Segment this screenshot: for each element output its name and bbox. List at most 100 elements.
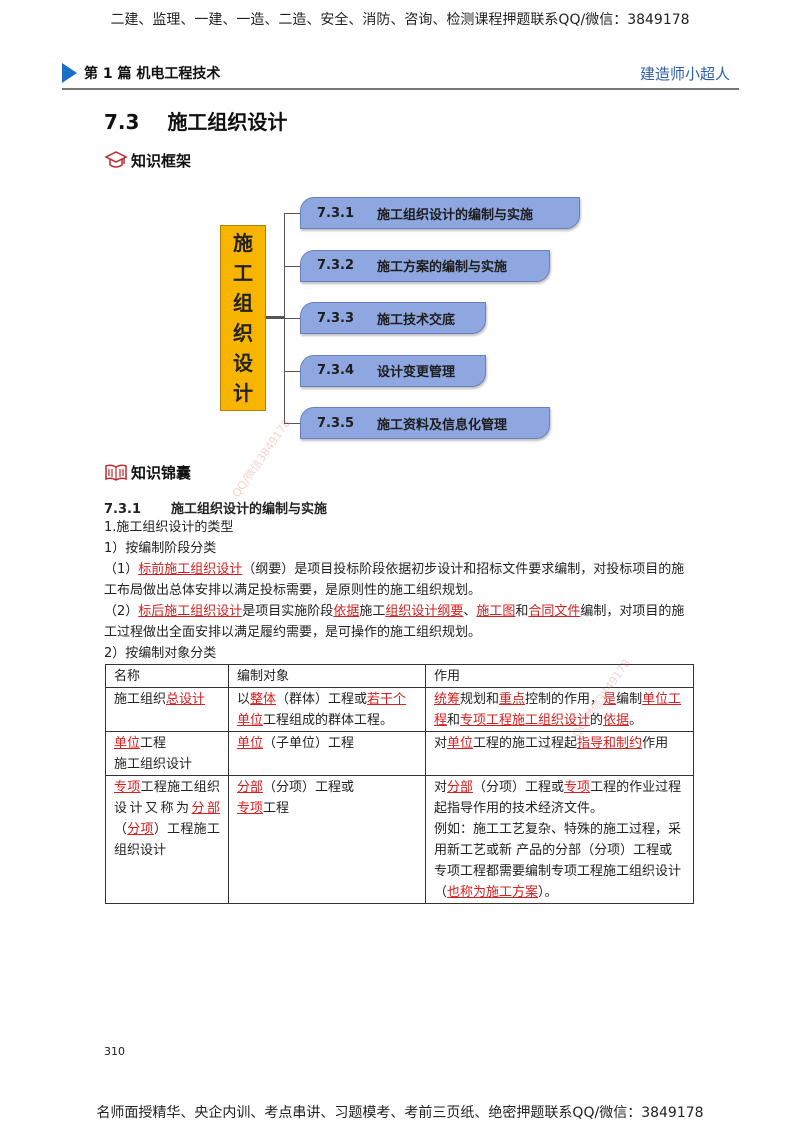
table-cell: 对分部（分项）工程或专项工程的作业过程起指导作用的技术经济文件。例如：施工工艺复… [425, 775, 694, 904]
highlighted-term: 分项 [127, 822, 154, 837]
highlighted-term: 指导和制约 [577, 736, 643, 751]
connector-branch [284, 423, 300, 424]
section-number: 7.3 [104, 110, 140, 134]
top-banner: 二建、监理、一建、一造、二造、安全、消防、咨询、检测课程押题联系QQ/微信：38… [110, 12, 690, 28]
highlighted-term: 专项工程施工组织设计 [460, 713, 591, 728]
text-segment: 工程的施工过程起 [473, 736, 578, 751]
column-header: 编制对象 [228, 664, 426, 688]
text-segment: 和 [447, 713, 461, 728]
branch-number: 7.3.4 [317, 363, 355, 378]
column-header: 作用 [425, 664, 694, 688]
branch-label: 施工资料及信息化管理 [377, 417, 508, 433]
text-segment: 。 [629, 713, 643, 728]
classification-table: 名称编制对象作用施工组织总设计以整体（群体）工程或若干个单位工程组成的群体工程。… [105, 664, 694, 904]
connector-branch [284, 265, 300, 267]
highlighted-term: 合同文件 [528, 604, 581, 619]
text-segment: 1）按编制阶段分类 [104, 541, 217, 556]
bottom-banner: 名师面授精华、央企内训、考点串讲、习题模考、考前三页纸、绝密押题联系QQ/微信：… [96, 1105, 704, 1121]
text-segment: 作用 [642, 736, 669, 751]
table-cell: 专项工程施工组织设计又称为分部（分项）工程施工组织设计 [105, 775, 229, 904]
text-segment: 编制 [616, 692, 643, 707]
table-row: 专项工程施工组织设计又称为分部（分项）工程施工组织设计分部（分项）工程或专项工程… [105, 775, 694, 904]
paragraph: 2）按编制对象分类 [104, 643, 696, 664]
highlighted-term: 总设计 [166, 692, 206, 707]
graduation-cap-icon [104, 151, 128, 168]
connector-branch [284, 213, 300, 214]
highlighted-term: 专项 [237, 801, 264, 816]
center-node-char: 织 [233, 321, 253, 345]
text-segment: 编制，对项目的施工过程做出全面安排以满足履约需要，是可操作的施工组织规划。 [104, 604, 685, 640]
paragraph: （1）标前施工组织设计（纲要）是项目投标阶段依据初步设计和招标文件要求编制，对投… [104, 559, 696, 601]
table-cell: 单位工程施工组织设计 [105, 731, 229, 776]
connector-branch [284, 318, 300, 319]
text-segment: 1.施工组织设计的类型 [104, 520, 234, 535]
branch-label: 施工方案的编制与实施 [377, 260, 508, 275]
column-header: 名称 [105, 664, 229, 688]
text-segment: 例如：施工工艺复杂、特殊的施工过程，采用新工艺或新 产品的分部（分项）工程或专项… [434, 822, 682, 900]
text-segment: 、 [463, 604, 477, 619]
highlighted-term: 是 [603, 692, 617, 707]
branch-number: 7.3.3 [317, 310, 355, 326]
center-node-char: 组 [233, 291, 253, 315]
highlighted-term: 单位 [237, 736, 264, 751]
highlighted-term: 专项 [564, 780, 591, 795]
text-segment: （分项）工程或 [473, 780, 565, 795]
connector-trunk [265, 316, 285, 319]
tips-heading-text: 知识锦囊 [131, 464, 192, 482]
branch-number: 7.3.5 [317, 415, 355, 431]
text-segment: 工程施工组织设计又称为 [114, 780, 220, 816]
branch-number: 7.3.2 [317, 258, 355, 273]
highlighted-term: 单位 [114, 736, 141, 751]
highlighted-term: 专项 [114, 780, 141, 795]
text-segment: 施工组织设计 [114, 757, 193, 772]
table-row: 施工组织总设计以整体（群体）工程或若干个单位工程组成的群体工程。统筹规划和重点控… [105, 687, 694, 732]
subsection-title: 施工组织设计的编制与实施 [171, 502, 328, 517]
text-segment: （群体）工程或 [276, 692, 368, 707]
text-segment: 以 [237, 692, 251, 707]
table-cell: 统筹规划和重点控制的作用，是编制单位工程和专项工程施工组织设计的依据。 [425, 687, 694, 732]
highlighted-term: 标后施工组织设计 [138, 604, 243, 619]
branch-node-7.3.5: 7.3.5 施工资料及信息化管理 [300, 407, 550, 439]
section-name: 施工组织设计 [167, 110, 288, 134]
branch-node-7.3.4: 7.3.4 设计变更管理 [300, 354, 486, 387]
branch-label: 施工组织设计的编制与实施 [377, 207, 534, 223]
paragraph: 1.施工组织设计的类型 [104, 517, 696, 538]
branch-label: 施工技术交底 [377, 312, 456, 328]
highlighted-term: 依据 [603, 713, 630, 728]
tips-heading: 知识锦囊 [104, 462, 191, 483]
page-number: 310 [104, 1045, 125, 1058]
body-text: 1.施工组织设计的类型 1）按编制阶段分类 （1）标前施工组织设计（纲要）是项目投标… [104, 517, 696, 664]
framework-heading: 知识框架 [104, 150, 191, 171]
center-node-char: 计 [233, 381, 253, 405]
connector-branch [284, 370, 300, 372]
highlighted-term: 分部 [447, 780, 474, 795]
text-segment: 和 [515, 604, 529, 619]
table-cell: 以整体（群体）工程或若干个单位工程组成的群体工程。 [228, 687, 426, 732]
header-arrow-icon [62, 63, 77, 83]
center-node-char: 施 [233, 231, 253, 255]
branch-label: 设计变更管理 [377, 365, 456, 380]
highlighted-term: 分部 [237, 780, 264, 795]
highlighted-term: 若干个单位 [237, 692, 407, 728]
branch-node-7.3.2: 7.3.2 施工方案的编制与实施 [300, 249, 550, 282]
center-node-char: 工 [233, 261, 253, 285]
text-segment: 是项目实施阶段 [242, 604, 334, 619]
text-segment: （1） [104, 562, 139, 577]
highlighted-term: 也称为施工方案 [447, 885, 539, 900]
text-segment: （分项）工程或 [263, 780, 355, 795]
text-segment: ）。 [538, 885, 558, 900]
highlighted-term: 单位工程 [434, 692, 682, 728]
text-segment: 规划和 [460, 692, 500, 707]
highlighted-term: 分部 [191, 801, 220, 816]
text-segment: 工程的作业过程起指导作用的技术经济文件。 [434, 780, 682, 816]
header-brand: 建造师小超人 [639, 65, 730, 83]
text-segment: 控制的作用， [525, 692, 604, 707]
text-segment: 工程 [263, 801, 290, 816]
highlighted-term: 组织设计纲要 [385, 604, 464, 619]
table-row: 单位工程施工组织设计单位（子单位）工程对单位工程的施工过程起指导和制约作用 [105, 731, 694, 776]
header-part-title: 第 1 篇 机电工程技术 [84, 66, 221, 82]
highlighted-term: 依据 [333, 604, 360, 619]
text-segment: ）工程施工组织设计 [114, 822, 220, 858]
highlighted-term: 整体 [250, 692, 277, 707]
